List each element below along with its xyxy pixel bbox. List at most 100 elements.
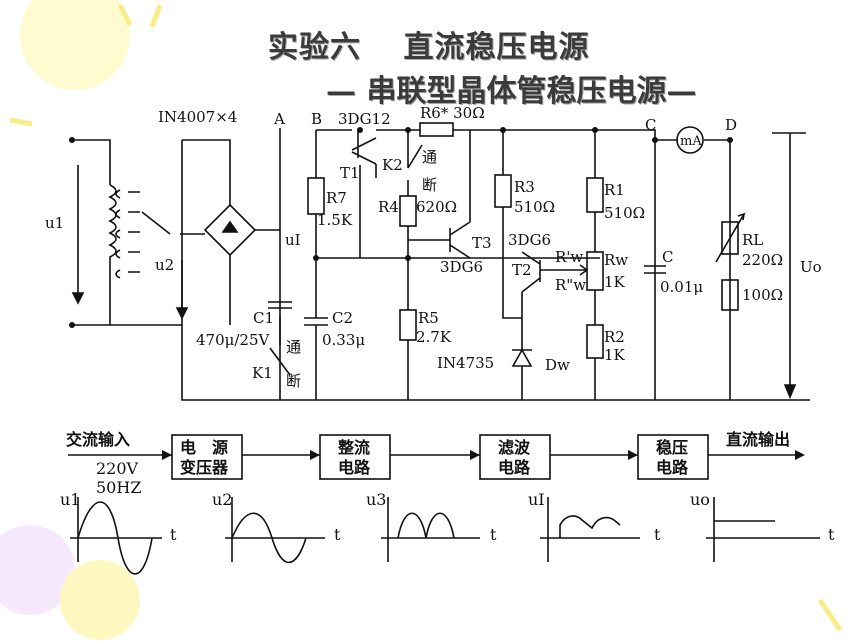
c-label: C: [662, 248, 673, 266]
r100-resistor: [721, 279, 739, 311]
block-regulator: [637, 434, 709, 480]
wave-plot-u2: [225, 497, 325, 564]
wave-label-u1: u1: [60, 490, 80, 509]
decor-bubble: [0, 525, 75, 615]
c-value: 0.01μ: [660, 278, 703, 296]
positive-rail: [279, 128, 656, 400]
zener-diode: [511, 318, 533, 400]
wave-t-u3: t: [490, 525, 497, 544]
wave-plot-u3: [381, 497, 480, 562]
rl-label: RL: [742, 231, 763, 249]
node-d: D: [725, 116, 737, 134]
block-1-line1: 电 源: [180, 438, 228, 457]
tap-leads: [128, 191, 140, 273]
node-a: A: [273, 110, 285, 128]
page-subtitle: — 串联型晶体管稳压电源—: [326, 74, 697, 109]
t1-transistor: [351, 130, 377, 178]
t3-label: T3: [472, 234, 492, 252]
r3-label: R3: [514, 178, 535, 196]
r4-label: R4: [378, 198, 399, 216]
wave-axes: [70, 497, 162, 562]
meter-label: mA: [680, 134, 702, 149]
block-2-line2: 电路: [338, 458, 371, 477]
output-label: 直流输出: [726, 430, 790, 449]
r1-label: R1: [604, 181, 625, 199]
t3-model: 3DG6: [440, 258, 483, 276]
wave-label-uo: uo: [690, 490, 710, 509]
page-title: 实验六 直流稳压电源: [268, 30, 590, 65]
r2-value: 1K: [604, 346, 626, 364]
input-freq: 50HZ: [96, 478, 141, 497]
secondary-wire: [110, 233, 205, 326]
k2-label: K2: [382, 156, 403, 174]
t2-model: 3DG6: [508, 231, 551, 249]
block-2-line1: 整流: [337, 438, 370, 457]
r5-label: R5: [418, 309, 439, 327]
uo-label: Uo: [800, 258, 822, 276]
r5-value: 2.7K: [416, 328, 452, 346]
decor-sun: [20, 0, 130, 90]
wave-axes: [381, 497, 480, 562]
r7-value: 1.5K: [317, 211, 353, 229]
zener-label: IN4735: [437, 354, 494, 372]
r6-label: R6* 30Ω: [420, 104, 485, 122]
rl-value: 220Ω: [742, 251, 783, 269]
rw-value: 1K: [604, 273, 626, 291]
input-label: 交流输入: [66, 430, 130, 449]
block-1-line2: 变压器: [180, 458, 229, 477]
wave-sine-small: [231, 512, 307, 564]
u2-label: u2: [155, 256, 174, 274]
wave-plot-ui: [540, 497, 640, 562]
wave-filtered: [559, 515, 621, 538]
block-filter: [479, 434, 551, 480]
r4-value: 620Ω: [416, 198, 457, 216]
u1-label: u1: [45, 214, 64, 232]
wave-axes: [706, 497, 820, 562]
c1-label: C1: [253, 309, 274, 327]
r3-value: 510Ω: [514, 198, 555, 216]
decor-rays: [9, 3, 843, 632]
r100-label: 100Ω: [742, 286, 783, 304]
transformer-taps: [115, 189, 121, 279]
ma-meter: [676, 126, 704, 154]
k2-switch: [407, 130, 423, 196]
node-c: C: [645, 116, 656, 134]
wave-rectified: [397, 512, 455, 539]
c2-capacitor: [304, 258, 328, 400]
ui-label: uI: [285, 231, 301, 249]
r3-wire: [502, 130, 522, 319]
block-transformer: [171, 434, 243, 480]
input-voltage: 220V: [96, 459, 139, 478]
wave-plot-u1: [70, 497, 162, 575]
wave-label-u2: u2: [212, 490, 232, 509]
rw2-label: R"w: [555, 276, 586, 294]
k2-off: 断: [422, 176, 437, 194]
c-capacitor: [644, 265, 666, 274]
rw-wiper: [575, 264, 589, 276]
wave-sine-large: [77, 501, 153, 575]
node-b: B: [311, 110, 322, 128]
bridge-diode-icon: [221, 220, 239, 233]
c2-label: C2: [332, 309, 353, 327]
k1-off: 断: [286, 372, 301, 390]
block-4-line2: 电路: [656, 458, 689, 477]
rectifier-wires: [181, 139, 810, 401]
dw-label: Dw: [545, 356, 570, 374]
input-arrowheads: [71, 292, 189, 320]
t2-transistor: [521, 251, 575, 318]
wave-t-u1: t: [170, 525, 177, 544]
r6-resistor: [419, 122, 454, 137]
r2-label: R2: [604, 328, 625, 346]
wave-label-ui: uI: [528, 490, 545, 509]
input-arrows: [77, 165, 183, 315]
rw-potentiometer: [586, 251, 604, 291]
rl-variable-arrow: [715, 212, 746, 263]
k1-on: 通: [286, 338, 301, 356]
block-3-line2: 电路: [498, 458, 531, 477]
r1-resistor: [586, 177, 604, 213]
t1-model: 3DG12: [338, 110, 391, 128]
wave-t-uo: t: [828, 525, 835, 544]
